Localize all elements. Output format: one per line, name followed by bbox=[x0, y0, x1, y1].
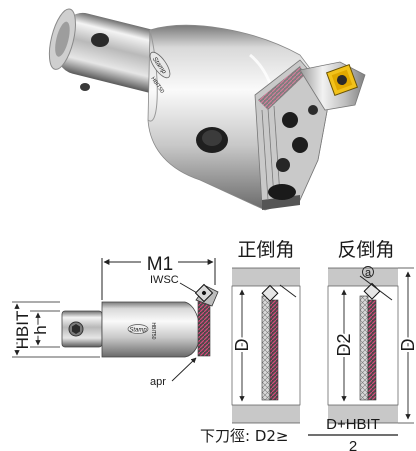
product-photo: Stamp HBIT50 bbox=[48, 8, 366, 211]
adjust-screw-1 bbox=[282, 112, 298, 128]
back-dimension-d: D bbox=[398, 339, 416, 352]
formula-denominator: 2 bbox=[349, 438, 357, 451]
back-chamfer-diagram: 反倒角 a D2 D bbox=[327, 239, 416, 424]
adjust-screw-4 bbox=[308, 105, 318, 115]
shank-side-hole-2 bbox=[80, 83, 90, 91]
adjust-screw-2 bbox=[292, 137, 308, 153]
tool-drawing: M1 IWSC Stamp HBIT50 apr HBIT h bbox=[11, 254, 219, 388]
shank-side-hole bbox=[91, 33, 109, 47]
drawing-insert bbox=[194, 283, 214, 303]
h-label: h bbox=[31, 325, 50, 334]
head-slot bbox=[268, 184, 296, 200]
back-dimension-d2: D2 bbox=[334, 333, 354, 356]
hbit-label: HBIT bbox=[13, 311, 32, 350]
dimension-m1-label: M1 bbox=[147, 254, 173, 275]
forward-chamfer-diagram: 正倒角 D bbox=[230, 239, 301, 424]
iwsc-label: IWSC bbox=[150, 274, 179, 286]
insert-holder bbox=[299, 61, 366, 111]
forward-dimension-d: D bbox=[232, 339, 252, 352]
forward-chamfer-title: 正倒角 bbox=[237, 239, 294, 261]
carbide-insert bbox=[325, 63, 359, 97]
adjust-screw-3 bbox=[276, 158, 290, 172]
drawing-serrations bbox=[197, 299, 211, 357]
apr-label: apr bbox=[150, 376, 166, 388]
serrated-head bbox=[254, 59, 331, 210]
drawing-model-text: HBIT50 bbox=[150, 323, 156, 340]
drawing-brand-text: Stamp bbox=[129, 328, 147, 334]
formula-numerator: D+HBIT bbox=[326, 416, 380, 433]
back-label-a: a bbox=[365, 267, 372, 279]
back-chamfer-title: 反倒角 bbox=[337, 239, 394, 261]
formula-prefix: 下刀徑: D2≥ bbox=[200, 427, 288, 445]
formula: 下刀徑: D2≥ D+HBIT 2 bbox=[200, 416, 398, 451]
